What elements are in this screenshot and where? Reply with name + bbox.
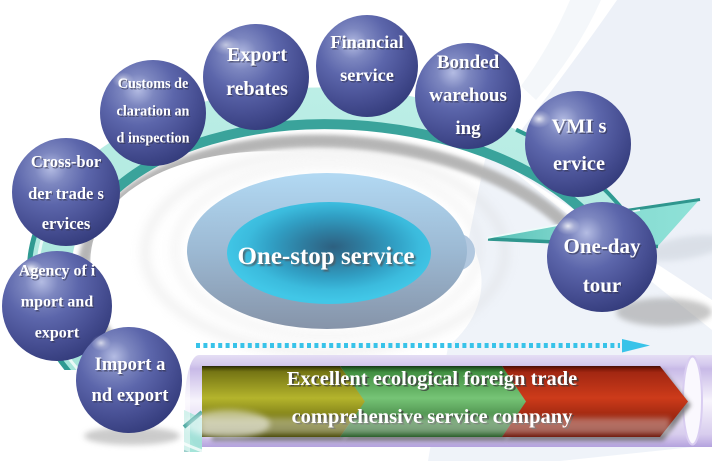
svg-text:mport and: mport and	[21, 294, 94, 311]
svg-text:der trade s: der trade s	[28, 184, 104, 203]
svg-text:claration an: claration an	[118, 105, 191, 121]
svg-text:Excellent ecological foreign t: Excellent ecological foreign trade	[287, 368, 578, 390]
svg-text:ervice: ervice	[553, 153, 605, 175]
svg-text:export: export	[35, 325, 80, 342]
svg-text:export: export	[36, 326, 81, 343]
svg-text:Import a: Import a	[96, 355, 167, 376]
svg-text:ervice: ervice	[554, 154, 606, 176]
svg-text:Import a: Import a	[95, 354, 166, 375]
svg-text:nd export: nd export	[92, 385, 170, 406]
svg-text:Customs de: Customs de	[119, 77, 190, 93]
svg-text:service: service	[341, 66, 395, 86]
svg-text:Bonded: Bonded	[437, 52, 500, 73]
svg-text:rebates: rebates	[227, 79, 289, 101]
svg-text:ing: ing	[455, 118, 481, 139]
svg-text:One-stop service: One-stop service	[239, 245, 416, 272]
svg-text:Export: Export	[228, 45, 288, 67]
svg-text:claration an: claration an	[117, 104, 190, 120]
svg-text:Cross-bor: Cross-bor	[31, 152, 101, 171]
svg-text:Export: Export	[227, 44, 287, 66]
svg-text:d inspection: d inspection	[117, 131, 190, 147]
svg-text:warehous: warehous	[430, 86, 508, 107]
svg-text:rebates: rebates	[226, 78, 288, 100]
svg-text:ervices: ervices	[43, 215, 92, 234]
svg-text:Cross-bor: Cross-bor	[32, 153, 102, 172]
svg-text:VMI s: VMI s	[552, 116, 607, 138]
svg-text:VMI s: VMI s	[553, 117, 608, 139]
svg-text:tour: tour	[584, 274, 623, 298]
svg-text:mport and: mport and	[22, 295, 95, 312]
svg-text:Financial: Financial	[332, 33, 405, 53]
svg-text:Excellent ecological foreign t: Excellent ecological foreign trade	[289, 370, 580, 392]
svg-text:tour: tour	[583, 273, 622, 297]
svg-text:warehous: warehous	[429, 85, 507, 106]
svg-text:ervices: ervices	[42, 214, 91, 233]
svg-text:One-stop service: One-stop service	[237, 243, 414, 270]
svg-text:One-day: One-day	[563, 234, 641, 258]
svg-text:One-day: One-day	[565, 235, 643, 259]
svg-text:nd export: nd export	[93, 386, 171, 407]
svg-text:Agency of i: Agency of i	[19, 263, 96, 280]
svg-text:ing: ing	[457, 119, 483, 140]
svg-text:Agency of i: Agency of i	[20, 264, 97, 281]
svg-text:Bonded: Bonded	[438, 53, 501, 74]
svg-text:service: service	[340, 65, 394, 85]
svg-text:der trade s: der trade s	[29, 185, 105, 204]
svg-text:Customs de: Customs de	[118, 76, 189, 92]
svg-text:d inspection: d inspection	[118, 132, 191, 148]
svg-text:Financial: Financial	[330, 32, 403, 52]
